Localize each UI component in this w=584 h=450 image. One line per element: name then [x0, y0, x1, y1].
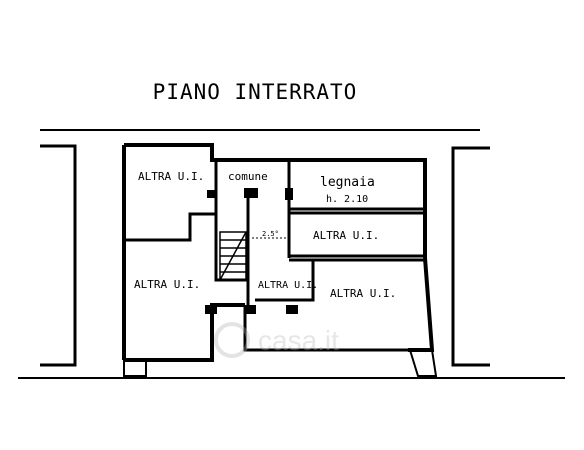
watermark-logo: casa.it [214, 322, 339, 358]
watermark-text: casa.it [258, 325, 339, 356]
room-label-right-middle: ALTRA U.I. [313, 229, 379, 242]
building-outline [122, 143, 435, 362]
room-label-common: comune [228, 170, 268, 183]
staircase [219, 231, 247, 281]
pillars [205, 188, 298, 314]
room-label-top-left: ALTRA U.I. [138, 170, 204, 183]
room-label-storage: legnaia [320, 175, 375, 190]
room-label-center-small: ALTRA U.I. [258, 280, 318, 291]
plan-title: PIANO INTERRATO [152, 80, 358, 104]
neighbour-walls [40, 144, 490, 367]
entrance-steps [123, 349, 438, 377]
boundary-lines [18, 129, 565, 379]
interior-walls [124, 160, 425, 352]
room-label-left-large: ALTRA U.I. [134, 278, 200, 291]
room-label-storage-height: h. 2.10 [326, 194, 368, 205]
room-label-right-large: ALTRA U.I. [330, 287, 396, 300]
stair-label: 2.5° [262, 230, 279, 238]
